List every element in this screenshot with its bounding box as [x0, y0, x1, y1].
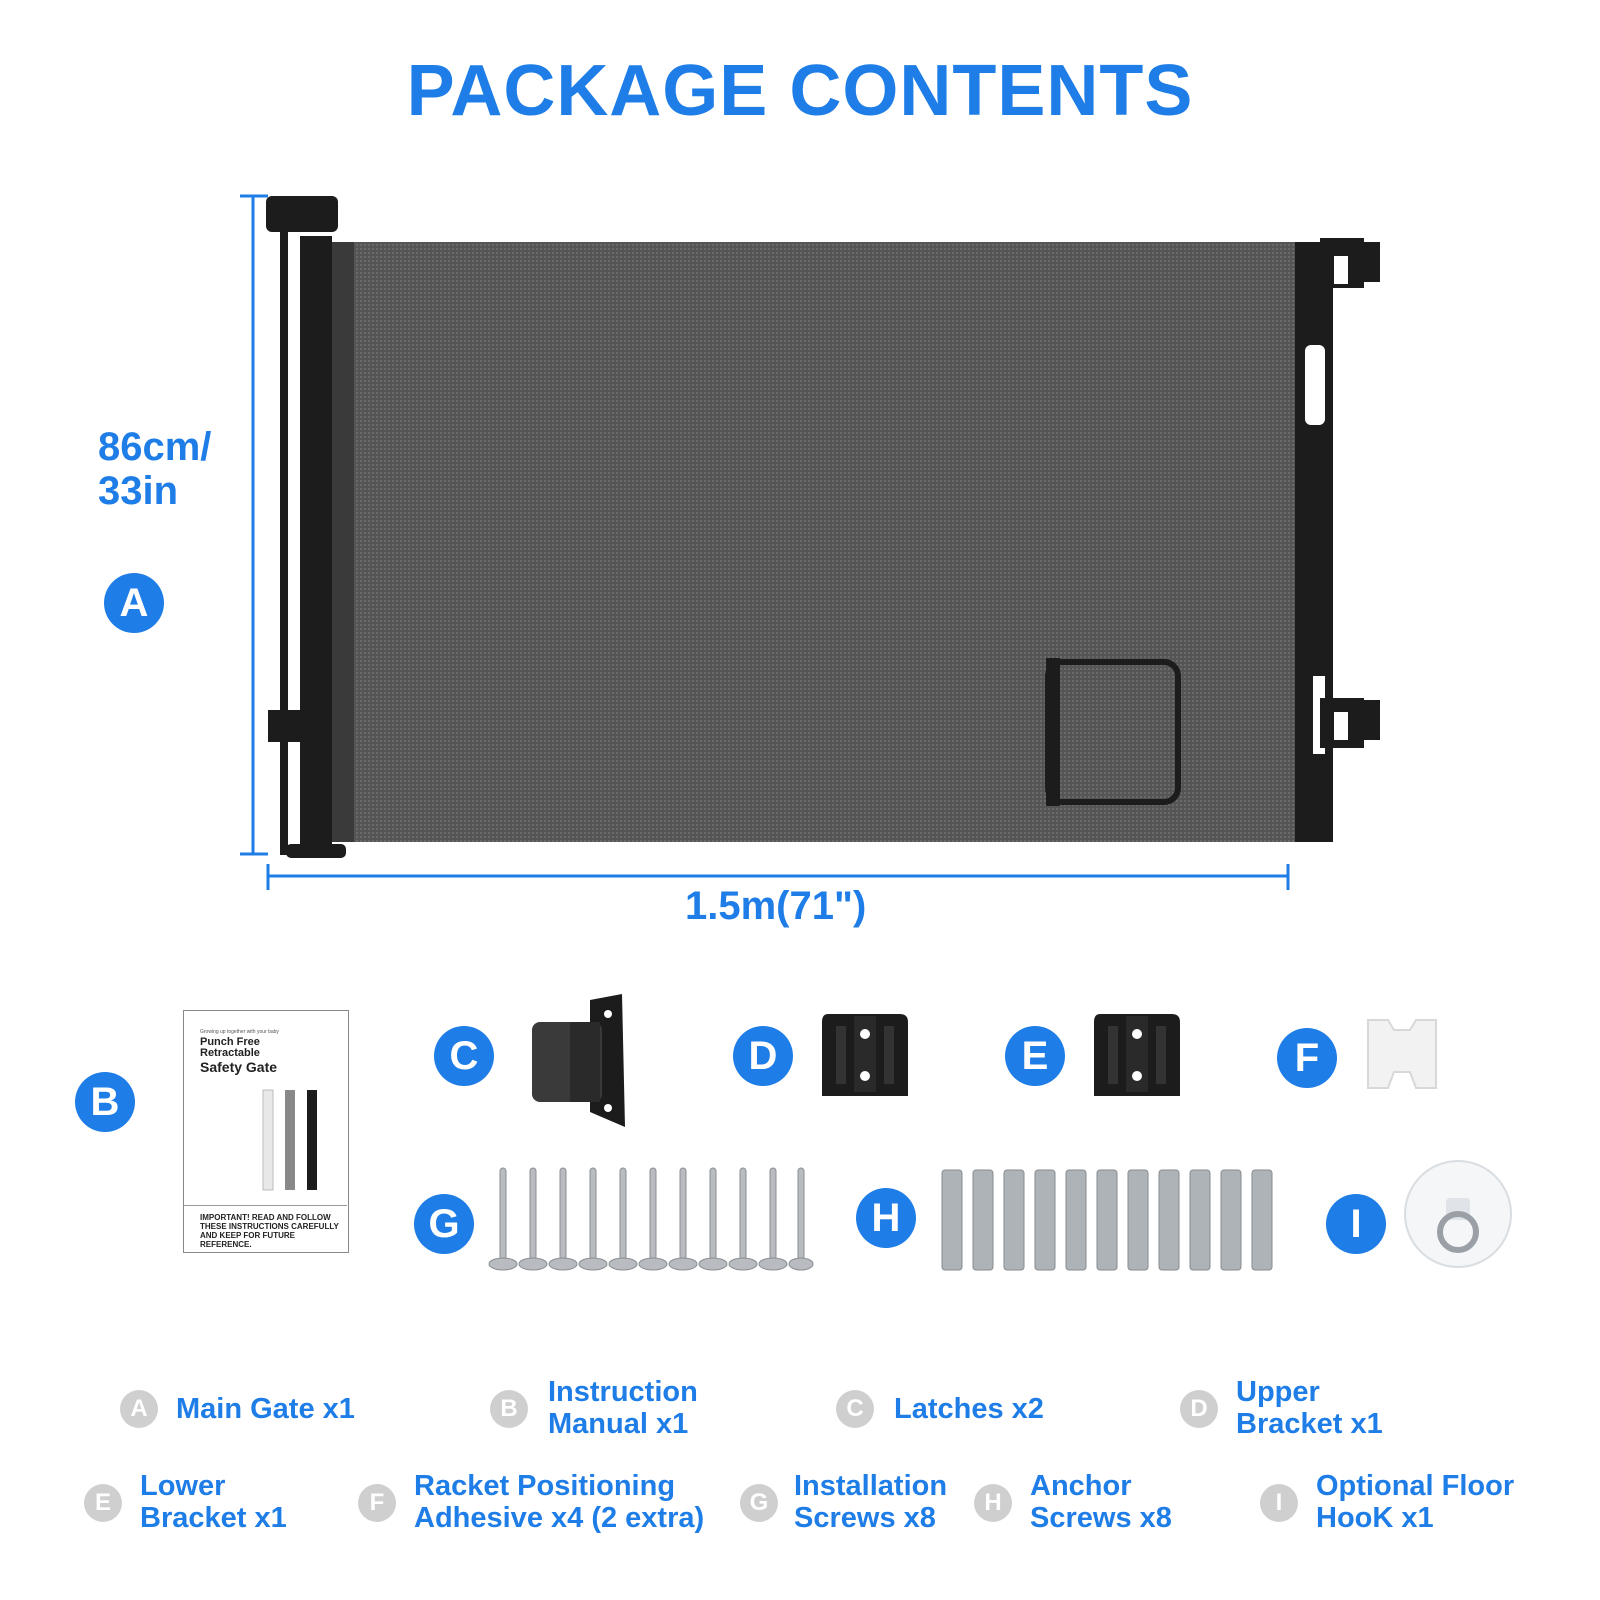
list-badge-a: A — [120, 1390, 158, 1428]
upper-bracket-image — [822, 1014, 908, 1096]
width-label: 1.5m(71") — [685, 884, 867, 928]
badge-b: B — [75, 1072, 135, 1132]
badge-i: I — [1326, 1194, 1386, 1254]
width-dimension-line — [266, 864, 1290, 890]
badge-d: D — [733, 1026, 793, 1086]
list-item-upper-bracket: Upper Bracket x1 — [1236, 1376, 1383, 1440]
list-item-installation-screws: Installation Screws x8 — [794, 1470, 948, 1534]
page-title: PACKAGE CONTENTS — [406, 51, 1194, 131]
list-item-instruction-manual: Instruction Manual x1 — [548, 1376, 698, 1440]
list-badge-e: E — [84, 1484, 122, 1522]
list-item-main-gate: Main Gate x1 — [176, 1393, 355, 1425]
manual-product-name: Punch Free Retractable — [200, 1036, 260, 1059]
badge-f: F — [1277, 1028, 1337, 1088]
height-label: 86cm/ 33in — [98, 425, 212, 513]
list-item-floor-hook: Optional Floor HooK x1 — [1316, 1470, 1515, 1534]
list-badge-c: C — [836, 1390, 874, 1428]
badge-e: E — [1005, 1026, 1065, 1086]
list-badge-g: G — [740, 1484, 778, 1522]
badge-h: H — [856, 1188, 916, 1248]
manual-gate-thumbnails-icon — [262, 1089, 317, 1191]
height-dimension-line — [240, 194, 268, 856]
anchor-screws-image — [941, 1169, 1273, 1271]
adhesive-image — [1367, 1019, 1437, 1089]
left-pole — [280, 230, 288, 855]
installation-screws-image — [488, 1167, 814, 1271]
pet-door — [1045, 659, 1181, 805]
list-item-positioning-adhesive: Racket Positioning Adhesive x4 (2 extra) — [414, 1470, 705, 1534]
list-item-lower-bracket: Lower Bracket x1 — [140, 1470, 287, 1534]
list-badge-i: I — [1260, 1484, 1298, 1522]
list-item-anchor-screws: Anchor Screws x8 — [1030, 1470, 1172, 1534]
floor-hook-image — [1404, 1160, 1512, 1268]
lower-bracket-image — [1094, 1014, 1180, 1096]
list-badge-b: B — [490, 1390, 528, 1428]
badge-a: A — [104, 573, 164, 633]
badge-g: G — [414, 1194, 474, 1254]
list-item-latches: Latches x2 — [894, 1393, 1044, 1425]
badge-c: C — [434, 1026, 494, 1086]
list-badge-f: F — [358, 1484, 396, 1522]
latch-image — [532, 994, 625, 1127]
left-roller — [300, 236, 332, 850]
list-badge-h: H — [974, 1484, 1012, 1522]
list-badge-d: D — [1180, 1390, 1218, 1428]
main-gate-illustration — [240, 194, 1380, 890]
instruction-manual-image: Growing up together with your baby Punch… — [183, 1010, 349, 1253]
